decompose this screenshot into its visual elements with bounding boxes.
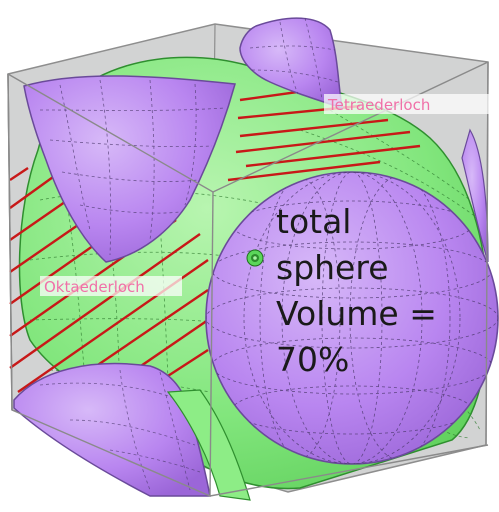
purple-cap-right xyxy=(461,128,489,263)
caption: total sphere Volume = 70% xyxy=(276,202,437,379)
caption-line-3: Volume = xyxy=(276,294,437,333)
caption-line-4: 70% xyxy=(276,340,349,379)
green-front-wedge xyxy=(166,389,251,501)
caption-line-1: total xyxy=(276,202,351,241)
okta-label-text: Oktaederloch xyxy=(44,278,145,296)
caption-line-2: sphere xyxy=(276,248,389,287)
tetra-label: Tetraederloch xyxy=(324,94,490,114)
tetra-label-text: Tetraederloch xyxy=(327,96,430,114)
purple-cap-top-right xyxy=(239,17,343,110)
okta-label: Oktaederloch xyxy=(40,276,182,296)
pole-marker xyxy=(246,249,264,267)
purple-sphere-front xyxy=(205,171,499,465)
purple-cap-top-left xyxy=(23,75,236,263)
